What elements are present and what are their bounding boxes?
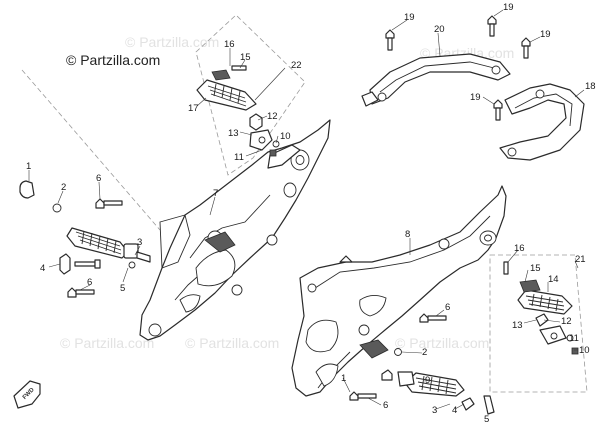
callout-19-b: 19 (503, 2, 514, 13)
forward-direction-marker: FWD (13, 380, 41, 409)
callout-6-left-bottom: 6 (87, 277, 92, 288)
callout-4-left: 4 (40, 263, 45, 274)
callout-3-right: 3 (432, 405, 437, 416)
callout-11-top: 11 (234, 152, 244, 163)
watermark-main: © Partzilla.com (66, 52, 160, 68)
left-bolts (19, 180, 123, 298)
right-passenger-peg-assembly (503, 261, 579, 355)
grab-rail-handle (361, 53, 511, 107)
callout-4-right: 4 (452, 405, 457, 416)
callout-18: 18 (585, 81, 596, 92)
callout-6-left-top: 6 (96, 173, 101, 184)
rail-bolts (385, 15, 531, 121)
group-outline-21 (489, 254, 588, 393)
callout-19-c: 19 (540, 29, 551, 40)
left-footpeg-assembly (59, 227, 151, 275)
callout-labels: 1 2 3 4 5 6 6 7 16 15 22 17 12 13 10 11 … (26, 2, 596, 425)
callout-16-top: 16 (224, 39, 235, 50)
assembly-line-1 (21, 69, 161, 231)
callout-17: 17 (188, 103, 199, 114)
callout-21: 21 (575, 254, 586, 265)
callout-19-a: 19 (404, 12, 415, 23)
callout-2-right: 2 (422, 347, 427, 358)
callout-5-right: 5 (484, 414, 489, 425)
callout-8: 8 (405, 229, 410, 240)
callout-13-top: 13 (228, 128, 239, 139)
callout-12-bottom: 12 (561, 316, 572, 327)
watermark-faint-5: © Partzilla.com (395, 335, 489, 351)
callout-1-right: 1 (341, 373, 346, 384)
callout-10-bottom: 10 (579, 345, 590, 356)
callout-9: 9 (425, 375, 430, 386)
left-passenger-peg-assembly (196, 65, 280, 157)
callout-11-bottom: 11 (569, 333, 579, 344)
group-outline-22 (195, 14, 306, 176)
callout-20: 20 (434, 24, 445, 35)
callout-1-left: 1 (26, 161, 31, 172)
right-footpeg-assembly (381, 348, 495, 415)
rear-rail-right (499, 83, 585, 161)
callout-3-left: 3 (137, 237, 142, 248)
callout-7: 7 (213, 188, 218, 199)
callout-14: 14 (548, 274, 559, 285)
callout-19-d: 19 (470, 92, 481, 103)
callout-10-top: 10 (280, 131, 291, 142)
callout-2-left: 2 (61, 182, 66, 193)
watermark-faint-1: © Partzilla.com (125, 34, 219, 50)
callout-15-bottom: 15 (530, 263, 541, 274)
callout-5-left: 5 (120, 283, 125, 294)
callout-13-bottom: 13 (512, 320, 523, 331)
callout-16-bottom: 16 (514, 243, 525, 254)
callout-6-right-bottom: 6 (383, 400, 388, 411)
right-bolts (349, 313, 447, 401)
watermark-faint-3: © Partzilla.com (60, 335, 154, 351)
watermark-faint-4: © Partzilla.com (185, 335, 279, 351)
callout-15-top: 15 (240, 52, 251, 63)
leader-lines (28, 9, 585, 410)
callout-6-right-top: 6 (445, 302, 450, 313)
callout-22: 22 (291, 60, 302, 71)
right-footrest-bracket (291, 185, 507, 397)
left-footrest-bracket (139, 119, 331, 341)
callout-12-top: 12 (267, 111, 278, 122)
